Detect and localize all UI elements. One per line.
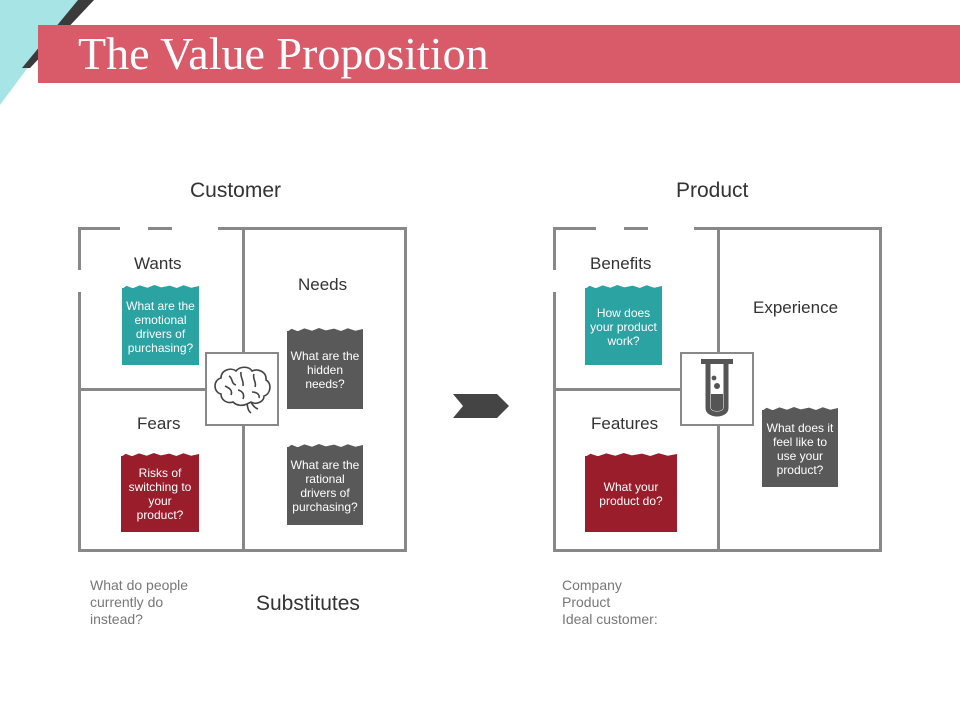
customer-note: What do people currently do instead?	[90, 577, 188, 628]
product-note-line-2: Product	[562, 594, 611, 610]
features-card: What your product do?	[585, 456, 677, 532]
fears-card-text: Risks of switching to your product?	[128, 466, 192, 522]
fears-label: Fears	[137, 414, 181, 433]
customer-note-line-2: currently do	[90, 594, 164, 610]
fears-card: Risks of switching to your product?	[121, 456, 199, 532]
benefits-label: Benefits	[590, 254, 652, 273]
customer-note-line-3: instead?	[90, 611, 143, 627]
needs-card: What are the hidden needs?	[287, 331, 363, 409]
needs-card-text: What are the hidden needs?	[290, 349, 360, 391]
chevron-arrow-icon	[453, 394, 509, 418]
brain-icon-box	[205, 352, 279, 426]
wants-label: Wants	[134, 254, 182, 273]
rational-card-text: What are the rational drivers of purchas…	[290, 458, 360, 514]
wants-card-text: What are the emotional drivers of purcha…	[126, 298, 195, 355]
experience-card: What does it feel like to use your produ…	[762, 410, 838, 487]
rational-card: What are the rational drivers of purchas…	[287, 447, 363, 525]
benefits-card-text: How does your product work?	[590, 305, 657, 348]
customer-note-line-1: What do people	[90, 577, 189, 593]
substitutes-label: Substitutes	[256, 592, 360, 615]
product-note: Company Product Ideal customer:	[562, 577, 658, 628]
experience-card-text: What does it feel like to use your produ…	[766, 420, 834, 477]
experience-label: Experience	[753, 298, 839, 317]
test-tube-icon	[701, 359, 733, 417]
wants-card: What are the emotional drivers of purcha…	[122, 288, 199, 365]
brain-icon	[214, 366, 271, 414]
product-note-line-1: Company	[562, 577, 622, 593]
features-label: Features	[591, 414, 659, 433]
customer-heading: Customer	[190, 179, 282, 202]
product-heading: Product	[676, 179, 749, 202]
title-banner	[38, 25, 960, 83]
needs-label: Needs	[298, 275, 348, 294]
product-note-line-3: Ideal customer:	[562, 611, 658, 627]
benefits-card: How does your product work?	[585, 288, 662, 365]
page-title: The Value Proposition	[78, 28, 489, 79]
features-card-text: What your product do?	[599, 480, 663, 508]
test-tube-icon-box	[680, 352, 754, 426]
